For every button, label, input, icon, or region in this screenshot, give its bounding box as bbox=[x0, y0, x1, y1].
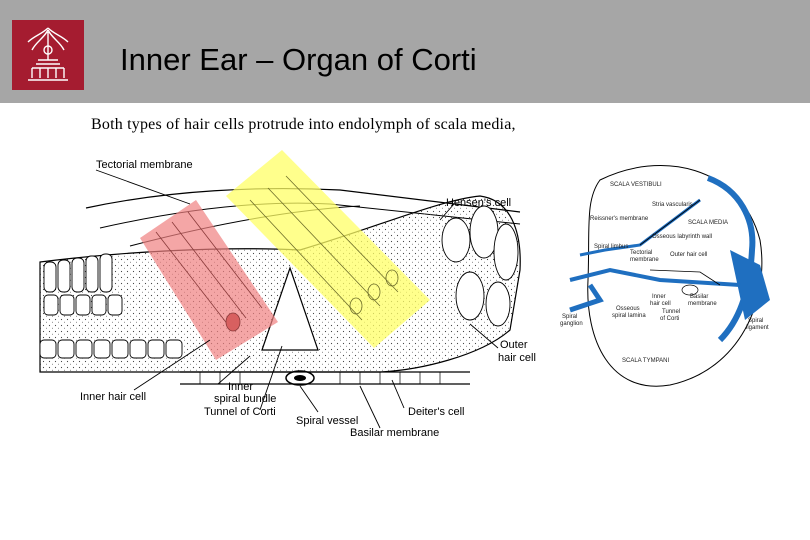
slide-subtitle: Both types of hair cells protrude into e… bbox=[91, 116, 516, 133]
cochlear-duct-diagram: SCALA VESTIBULI Stria vascularis Reissne… bbox=[560, 165, 770, 387]
label-spiral-ganglion-line1: Spiral bbox=[562, 314, 577, 320]
label-spiral-vessel: Spiral vessel bbox=[296, 415, 358, 427]
label-scala-media: SCALA MEDIA bbox=[688, 220, 728, 226]
label-cochlea-tectorial-line1: Tectorial bbox=[630, 250, 652, 256]
label-basilar-membrane: Basilar membrane bbox=[350, 427, 439, 439]
label-deiters-cell: Deiter's cell bbox=[408, 406, 465, 418]
label-osseous-spiral-lamina-line1: Osseous bbox=[616, 306, 640, 312]
label-tectorial-membrane: Tectorial membrane bbox=[96, 159, 193, 171]
label-spiral-ligament-line1: Spiral bbox=[748, 318, 763, 324]
label-inner-spiral-bundle-line1: Inner bbox=[228, 381, 253, 393]
label-cochlea-outer-hair-cell: Outer hair cell bbox=[670, 252, 707, 258]
outer-hair-cell-highlight bbox=[226, 150, 430, 348]
label-spiral-ligament-line2: ligament bbox=[746, 325, 769, 331]
label-osseous-spiral-lamina-line2: spiral lamina bbox=[612, 313, 646, 319]
label-spiral-ganglion-line2: ganglion bbox=[560, 321, 583, 327]
label-stria-vascularis: Stria vascularis bbox=[652, 202, 693, 208]
organ-of-corti-figure: Tectorial membrane Hensen's cell Outer h… bbox=[39, 150, 770, 439]
label-cochlea-inner-hair-cell-line1: Inner bbox=[652, 294, 666, 300]
inner-hair-cell-highlight bbox=[140, 200, 278, 360]
label-tunnel-of-corti: Tunnel of Corti bbox=[204, 406, 276, 418]
label-outer-hair-cell-line2: hair cell bbox=[498, 352, 536, 364]
label-inner-spiral-bundle-line2: spiral bundle bbox=[214, 393, 276, 405]
label-cochlea-basilar-line2: membrane bbox=[688, 301, 717, 307]
header-bar: Inner Ear – Organ of Corti bbox=[0, 0, 810, 103]
label-spiral-limbus: Spiral limbus bbox=[594, 244, 628, 250]
university-logo bbox=[12, 20, 84, 90]
label-cochlea-inner-hair-cell-line2: hair cell bbox=[650, 301, 671, 307]
label-scala-vestibuli: SCALA VESTIBULI bbox=[610, 182, 662, 188]
slide-title: Inner Ear – Organ of Corti bbox=[120, 42, 477, 77]
organ-of-corti-drawing bbox=[39, 187, 521, 386]
label-cochlea-basilar-line1: Basilar bbox=[690, 294, 708, 300]
label-cochlea-tectorial-line2: membrane bbox=[630, 257, 659, 263]
label-outer-hair-cell-line1: Outer bbox=[500, 339, 528, 351]
label-cochlea-tunnel-line2: of Corti bbox=[660, 316, 679, 322]
label-hensens-cell: Hensen's cell bbox=[446, 197, 511, 209]
label-cochlea-tunnel-line1: Tunnel bbox=[662, 309, 680, 315]
label-reissners-membrane: Reissner's membrane bbox=[590, 216, 649, 222]
main-labels: Tectorial membrane Hensen's cell Outer h… bbox=[80, 159, 536, 439]
label-scala-tympani: SCALA TYMPANI bbox=[622, 358, 669, 364]
label-inner-hair-cell: Inner hair cell bbox=[80, 391, 146, 403]
label-osseous-labyrinth-wall: Osseous labyrinth wall bbox=[652, 234, 712, 240]
